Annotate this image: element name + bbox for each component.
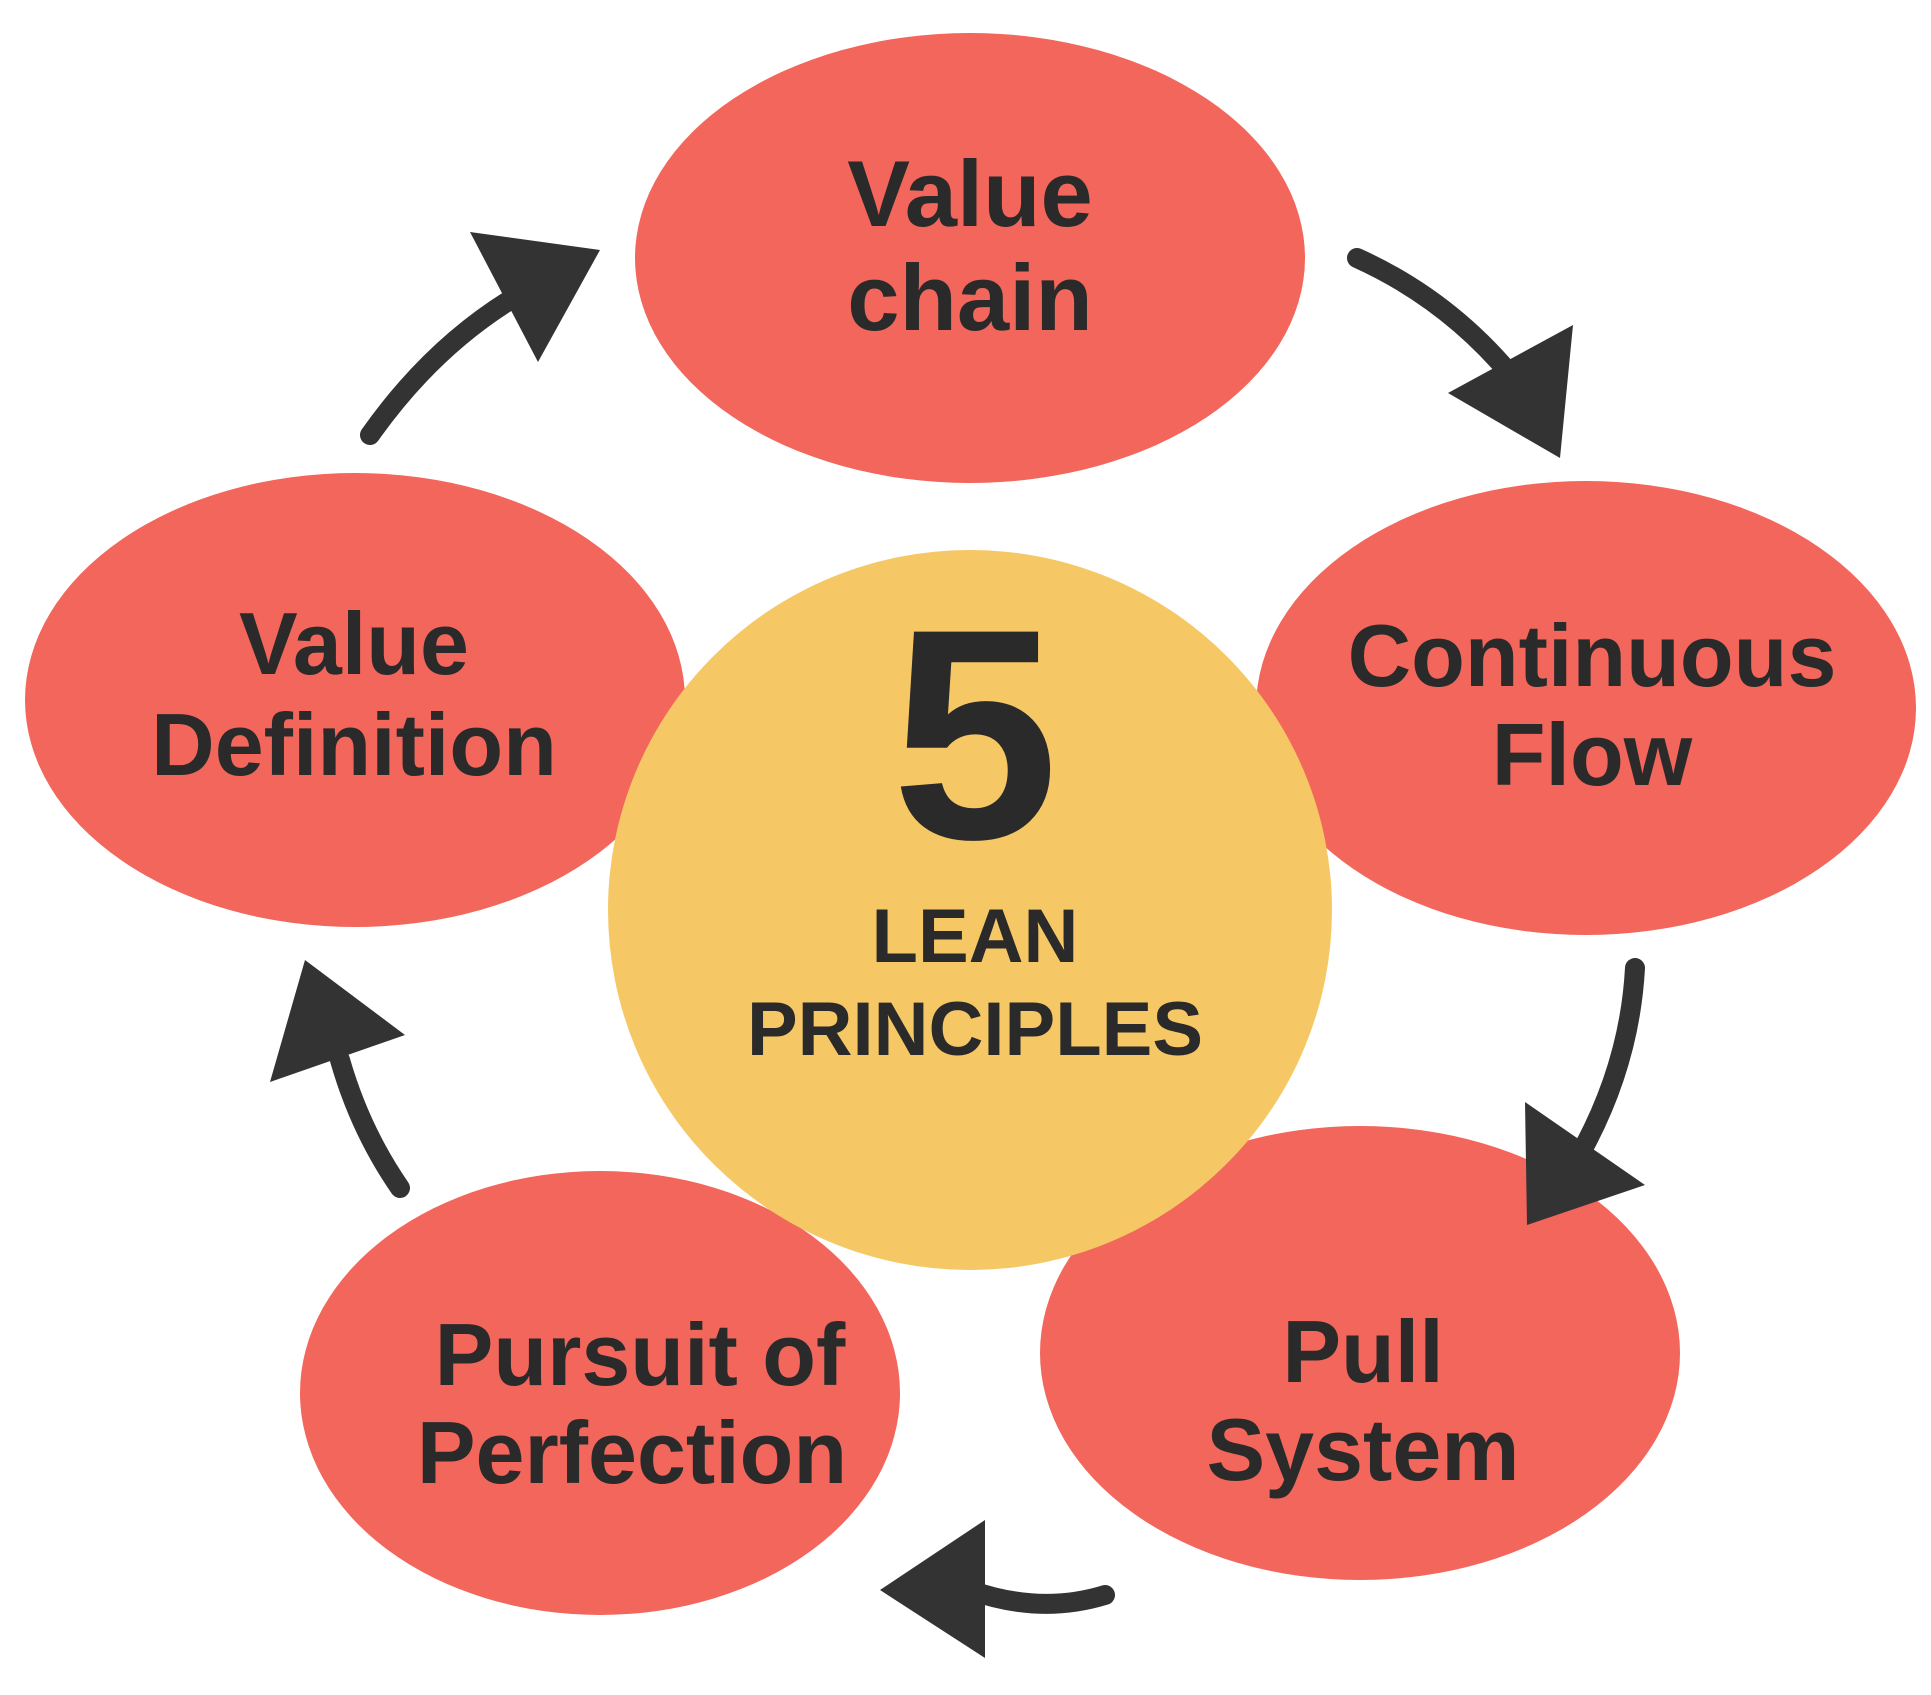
node-pull-system-line2: System: [1206, 1400, 1519, 1499]
node-value-chain-line1: Value: [847, 141, 1093, 246]
arrow-pursuit-perfection-to-value-definition: [270, 960, 410, 1198]
center-number: 5: [892, 566, 1059, 902]
node-pull-system: [1040, 1126, 1680, 1580]
node-pull-system-line1: Pull: [1282, 1302, 1443, 1401]
node-continuous-flow-line1: Continuous: [1348, 606, 1837, 705]
node-continuous-flow-line2: Flow: [1492, 705, 1693, 804]
node-pursuit-perfection: [300, 1171, 900, 1615]
node-value-definition: [25, 473, 685, 927]
arrow-continuous-flow-to-pull-system: [1525, 958, 1645, 1225]
center-circle: [608, 550, 1332, 1270]
arrow-value-definition-to-value-chain: [360, 232, 600, 445]
center-line1: LEAN: [872, 894, 1079, 979]
arrow-pull-system-to-pursuit-perfection: [880, 1520, 1115, 1658]
node-value-chain-line2: chain: [847, 245, 1093, 350]
center-line2: PRINCIPLES: [747, 987, 1203, 1072]
node-value-definition-line2: Definition: [151, 695, 557, 794]
arrow-value-chain-to-continuous-flow: [1347, 248, 1573, 458]
node-value-chain: [635, 33, 1305, 483]
node-pursuit-perfection-line2: Perfection: [417, 1403, 847, 1502]
node-value-definition-line1: Value: [239, 594, 469, 693]
node-continuous-flow: [1256, 481, 1916, 935]
node-pursuit-perfection-line1: Pursuit of: [435, 1305, 846, 1404]
